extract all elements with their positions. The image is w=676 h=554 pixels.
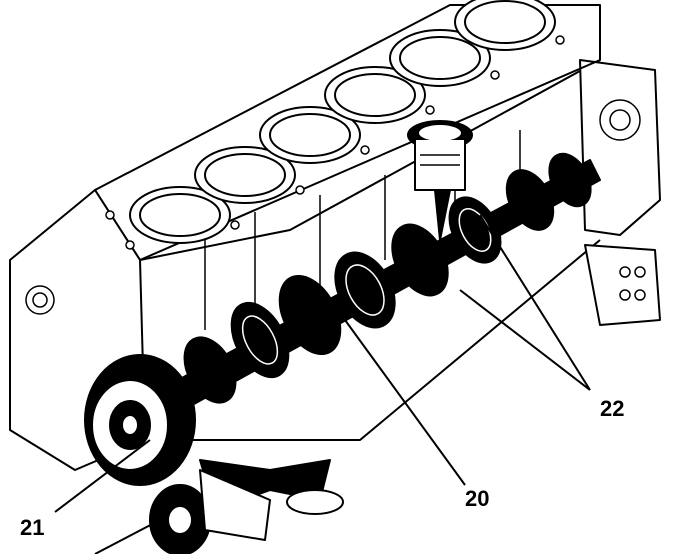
piston (407, 120, 473, 241)
cylinder-bores (129, 0, 556, 244)
leader-lines (54, 214, 591, 554)
callout-21: 21 (20, 515, 45, 540)
callout-22: 22 (600, 396, 625, 421)
crankshaft-front-pulley (84, 354, 211, 554)
callout-20: 20 (465, 486, 490, 511)
crankshaft (149, 152, 601, 421)
bolt-holes (25, 35, 646, 315)
oil-pickup (199, 459, 344, 541)
